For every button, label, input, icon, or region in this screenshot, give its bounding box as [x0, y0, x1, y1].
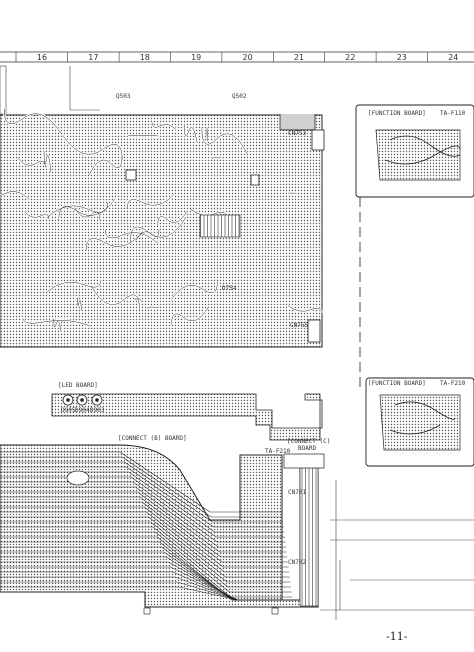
led-part-d905: D905: [61, 408, 75, 414]
page-number: -11-: [386, 630, 407, 643]
column-label-16: 16: [37, 53, 47, 62]
connect-boards: [0, 445, 324, 614]
column-label-19: 19: [191, 53, 201, 62]
column-label-23: 23: [397, 53, 407, 62]
part-label-cn755: CN755: [290, 323, 308, 329]
function-board-top-title: [FUNCTION BOARD]: [368, 111, 426, 117]
connect-c-title-2: BOARD: [298, 446, 316, 452]
function-board-top: [356, 105, 474, 390]
connector-cn701: CN701: [288, 490, 306, 496]
part-label-d754: D754: [222, 286, 236, 292]
led-part-d904: D904: [75, 408, 89, 414]
function-board-bottom-title: [FUNCTION BOARD]: [368, 381, 426, 387]
connector-cn702: CN702: [288, 560, 306, 566]
part-label-q503: Q503: [116, 94, 130, 100]
led-board-title: [LED BOARD]: [58, 383, 98, 389]
column-label-18: 18: [140, 53, 150, 62]
function-board-bottom: [320, 378, 474, 620]
part-label-cn753: CN753: [288, 131, 306, 137]
column-label-20: 20: [243, 53, 253, 62]
led-board: [52, 394, 322, 440]
column-label-17: 17: [88, 53, 98, 62]
part-label-q502: Q502: [232, 94, 246, 100]
function-board-top-code: TA-F110: [440, 111, 465, 117]
column-label-24: 24: [448, 53, 458, 62]
column-label-22: 22: [345, 53, 355, 62]
connect-c-code: TA-F210: [265, 449, 290, 455]
connect-b-title: [CONNECT (B) BOARD]: [118, 436, 187, 442]
column-label-21: 21: [294, 53, 304, 62]
led-part-d903: D903: [90, 408, 104, 414]
main-board-top: [0, 66, 324, 347]
function-board-bottom-code: TA-F210: [440, 381, 465, 387]
